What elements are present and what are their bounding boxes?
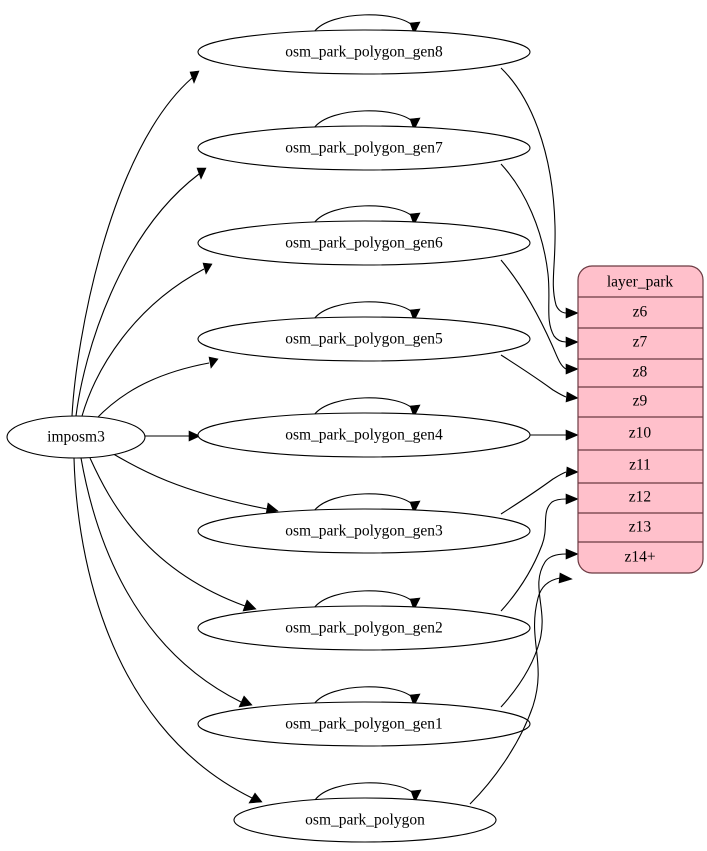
node-imposm3[interactable]: imposm3 — [6, 415, 146, 459]
node-label: imposm3 — [47, 429, 105, 446]
node-osm-park-polygon-gen5[interactable]: osm_park_polygon_gen5 — [197, 301, 531, 362]
row-label: z8 — [633, 364, 648, 381]
node-label: osm_park_polygon_gen4 — [285, 427, 443, 444]
row-label: z13 — [629, 519, 652, 536]
edge-imposm3-to-gen7 — [75, 167, 207, 417]
edge-imposm3-to-gen8 — [71, 70, 200, 417]
edge-imposm3-to-gen2 — [89, 457, 257, 612]
edge-gen1-to-z13 — [500, 548, 579, 708]
edge-imposm3-to-gen4 — [145, 430, 201, 442]
row-label: z6 — [633, 304, 648, 321]
node-label: osm_park_polygon_gen1 — [285, 716, 443, 733]
node-label: osm_park_polygon_gen6 — [285, 235, 443, 252]
edge-imposm3-to-gen3 — [109, 451, 279, 515]
row-label: z9 — [633, 393, 648, 410]
layer-park-table[interactable]: layer_park z6 z7 z8 z9 z10 z11 z1 — [577, 265, 704, 574]
layer-park-row-z14plus[interactable]: z14+ — [624, 549, 655, 566]
layer-park-row-z8[interactable]: z8 — [578, 364, 703, 388]
edge-imposm3-to-base — [73, 457, 263, 804]
row-label: z12 — [629, 489, 651, 506]
edge-gen7-to-z7 — [500, 163, 579, 348]
edge-gen4-to-z10 — [530, 429, 579, 441]
edge-base-to-z14plus — [469, 572, 573, 805]
node-label: osm_park_polygon_gen2 — [285, 620, 443, 637]
row-label: z7 — [633, 334, 648, 351]
node-osm-park-polygon-gen1[interactable]: osm_park_polygon_gen1 — [197, 686, 531, 747]
edge-gen8-to-z6 — [500, 67, 579, 319]
layer-park-row-z10[interactable]: z10 — [578, 425, 703, 451]
edge-imposm3-to-gen6 — [81, 262, 213, 417]
node-osm-park-polygon-gen7[interactable]: osm_park_polygon_gen7 — [197, 110, 531, 171]
node-label: osm_park_polygon_gen7 — [285, 140, 443, 157]
layer-park-row-z9[interactable]: z9 — [578, 393, 703, 418]
node-osm-park-polygon-gen8[interactable]: osm_park_polygon_gen8 — [197, 14, 531, 75]
node-label: osm_park_polygon_gen5 — [285, 331, 443, 348]
node-osm-park-polygon-gen3[interactable]: osm_park_polygon_gen3 — [197, 493, 531, 554]
node-group-generalization-tables: osm_park_polygon_gen8 osm_park_polygon_g… — [197, 14, 531, 843]
node-osm-park-polygon[interactable]: osm_park_polygon — [233, 782, 497, 843]
node-label: osm_park_polygon_gen3 — [285, 523, 443, 540]
layer-park-row-z6[interactable]: z6 — [578, 304, 703, 329]
edge-imposm3-to-gen5 — [95, 356, 219, 420]
row-label: z10 — [629, 425, 652, 442]
row-label: z14+ — [624, 549, 655, 566]
edge-gen3-to-z11 — [500, 466, 579, 515]
edge-gen6-to-z8 — [500, 259, 579, 375]
row-label: z11 — [629, 457, 651, 474]
layer-park-header-label: layer_park — [607, 274, 674, 291]
layer-park-row-z12[interactable]: z12 — [578, 489, 703, 514]
edge-imposm3-to-gen1 — [80, 457, 253, 708]
layer-park-table-shell — [577, 265, 704, 574]
layer-park-row-z11[interactable]: z11 — [578, 457, 703, 484]
node-osm-park-polygon-gen4[interactable]: osm_park_polygon_gen4 — [197, 397, 531, 458]
node-osm-park-polygon-gen6[interactable]: osm_park_polygon_gen6 — [197, 205, 531, 266]
edge-group-source-to-tables — [71, 70, 279, 804]
layer-park-row-z7[interactable]: z7 — [578, 334, 703, 360]
node-osm-park-polygon-gen2[interactable]: osm_park_polygon_gen2 — [197, 590, 531, 651]
node-label: osm_park_polygon — [305, 812, 425, 829]
edge-group-tables-to-layer — [469, 67, 579, 805]
layer-park-row-z13[interactable]: z13 — [578, 519, 703, 543]
layer-park-header: layer_park — [578, 274, 703, 298]
node-label: osm_park_polygon_gen8 — [285, 44, 443, 61]
edge-gen2-to-z12 — [500, 493, 579, 612]
edge-gen5-to-z9 — [500, 354, 579, 403]
